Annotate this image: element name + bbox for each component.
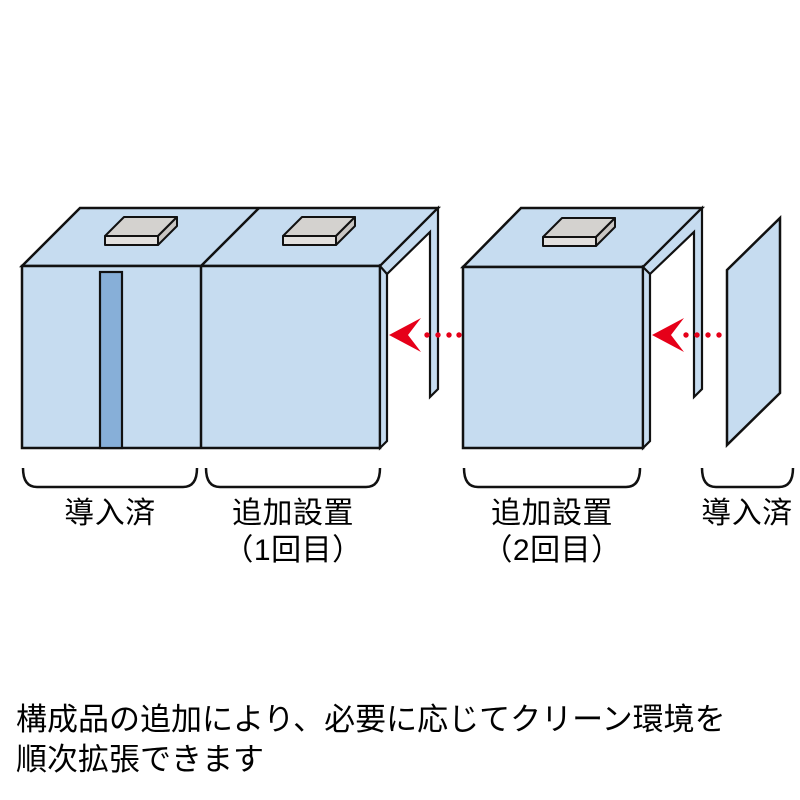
label-addition-2: 追加設置 （2回目） [482, 495, 621, 569]
bracket-installed-left [21, 467, 199, 489]
left-arrow-icon [389, 318, 462, 352]
second-addition-structure [460, 205, 706, 451]
label-installed-right: 導入済 [701, 495, 793, 532]
middle-structure-open-frame [641, 205, 704, 400]
door-panel [98, 270, 124, 450]
bracket-installed-right [700, 467, 795, 489]
bracket-addition-2 [462, 467, 642, 489]
label-installed-left-text: 導入済 [64, 497, 156, 530]
middle-structure-right-edge [641, 264, 652, 451]
caption-line-2: 順次拡張できます [16, 742, 264, 777]
right-arrow-icon [652, 318, 722, 352]
caption: 構成品の追加により、必要に応じてクリーン環境を 順次拡張できます [16, 700, 726, 780]
label-addition-2-subtext: （2回目） [482, 534, 622, 567]
label-installed-left: 導入済 [64, 495, 156, 532]
cleanroom-expansion-diagram [18, 205, 795, 489]
caption-line-1: 構成品の追加により、必要に応じてクリーン環境を [16, 702, 726, 737]
label-addition-1-subtext: （1回目） [223, 534, 363, 567]
bracket-addition-1 [204, 467, 382, 489]
installed-and-first-addition-structure [18, 205, 442, 451]
label-addition-1-text: 追加設置 [232, 497, 354, 530]
left-structure-right-edge [378, 263, 389, 451]
installed-wall-panel [725, 215, 782, 448]
label-addition-1: 追加設置 （1回目） [223, 495, 362, 569]
range-brackets [21, 467, 795, 489]
middle-structure-front-wall [461, 265, 645, 450]
label-installed-right-text: 導入済 [701, 497, 793, 530]
roof-module-divider-line [200, 207, 260, 267]
left-arrowhead [389, 318, 421, 352]
right-arrowhead [652, 318, 684, 352]
left-structure-open-frame [378, 205, 440, 400]
label-addition-2-text: 追加設置 [491, 497, 613, 530]
